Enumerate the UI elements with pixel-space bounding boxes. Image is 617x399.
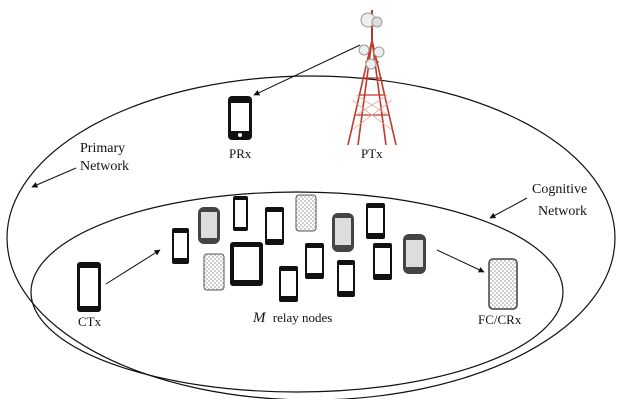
relay-phone-icon [198, 207, 220, 244]
relay-phone-icon [305, 243, 324, 279]
primary-network-label-1: Primary [80, 141, 125, 156]
relay-phone-icon [337, 260, 355, 297]
cognitive-network-ellipse [30, 191, 564, 393]
relay-nodes-label: M relay nodes [252, 310, 332, 326]
relay-phone-icon [366, 203, 385, 239]
primary-network-ellipse [6, 75, 616, 399]
fc-phone-icon [488, 258, 518, 310]
cognitive-network-label-1: Cognitive [532, 182, 587, 197]
ptx-label: PTx [361, 146, 383, 161]
relay-phone-icon [279, 266, 298, 302]
ptx-to-prx-arrow [253, 44, 361, 96]
ctx-label: CTx [78, 314, 102, 329]
relay-phone-icon [373, 243, 392, 280]
relay-phone-icon [172, 228, 189, 264]
relay-nodes-group [172, 194, 426, 302]
relay-phone-icon [295, 194, 317, 232]
relay-phone-icon [403, 234, 426, 274]
primary-network-label-2: Network [80, 159, 129, 174]
cell-tower-icon [347, 10, 397, 146]
cognitive-network-label-2: Network [538, 204, 587, 219]
prx-label: PRx [229, 146, 252, 161]
relay-phone-icon [265, 207, 284, 245]
cognitive-network-pointer [489, 197, 528, 219]
relay-count-symbol: M [252, 310, 267, 326]
ctx-phone-icon [77, 262, 101, 312]
primary-network-pointer [31, 167, 77, 188]
relay-nodes-text: relay nodes [273, 310, 333, 325]
relay-phone-icon [332, 213, 354, 252]
prx-phone-icon [228, 96, 252, 140]
tablet-icon [230, 242, 263, 286]
ctx-to-relays-arrow [105, 249, 161, 285]
relay-phone-icon [233, 196, 248, 231]
fc-label: FC/CRx [478, 312, 522, 327]
relay-phone-icon [203, 253, 225, 291]
relays-to-fc-arrow [436, 249, 485, 273]
